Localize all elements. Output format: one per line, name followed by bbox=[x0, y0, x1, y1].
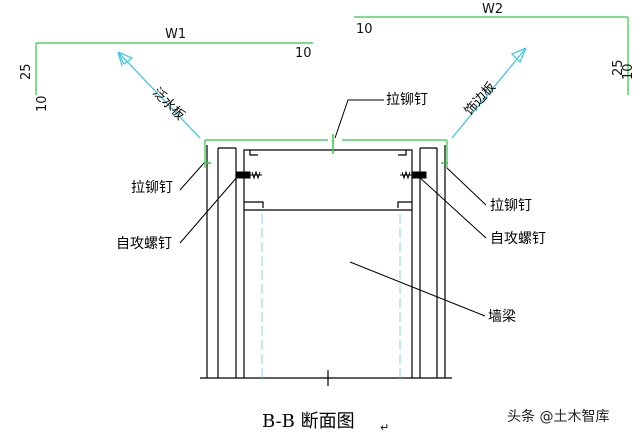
label-tapping-screw-right: 自攻螺钉 bbox=[490, 231, 546, 247]
dim-left-25: 25 bbox=[19, 63, 34, 80]
inner-guides bbox=[261, 214, 401, 378]
right-tapping-screw bbox=[400, 170, 427, 180]
label-wall-beam: 墙梁 bbox=[488, 309, 516, 325]
dim-w1-sub: 10 bbox=[295, 46, 312, 61]
arrows bbox=[117, 47, 527, 139]
left-tapping-screw bbox=[235, 170, 262, 180]
label-flashing-board: 泛水板 bbox=[149, 85, 187, 123]
structure bbox=[200, 145, 452, 386]
label-rivet-right: 拉铆钉 bbox=[490, 198, 532, 214]
label-rivet-left: 拉铆钉 bbox=[131, 180, 173, 196]
watermark: 头条 @土木智库 bbox=[507, 408, 609, 425]
dim-w2: W2 bbox=[482, 2, 503, 17]
label-rivet-top: 拉铆钉 bbox=[386, 92, 428, 108]
dim-w2-sub: 10 bbox=[356, 22, 373, 37]
flashing-lines bbox=[35, 16, 629, 168]
dim-left-10: 10 bbox=[35, 95, 50, 112]
label-trim-board: 饰边板 bbox=[462, 80, 499, 119]
label-tapping-screw-left: 自攻螺钉 bbox=[116, 236, 172, 252]
leader-lines bbox=[179, 99, 487, 317]
dim-right-25: 25 bbox=[611, 59, 626, 76]
dim-w1: W1 bbox=[165, 27, 186, 42]
caption-return-mark: ↵ bbox=[380, 421, 389, 434]
caption: B-B 断面图 bbox=[262, 411, 355, 432]
dim-right-10: 10 bbox=[621, 63, 636, 80]
